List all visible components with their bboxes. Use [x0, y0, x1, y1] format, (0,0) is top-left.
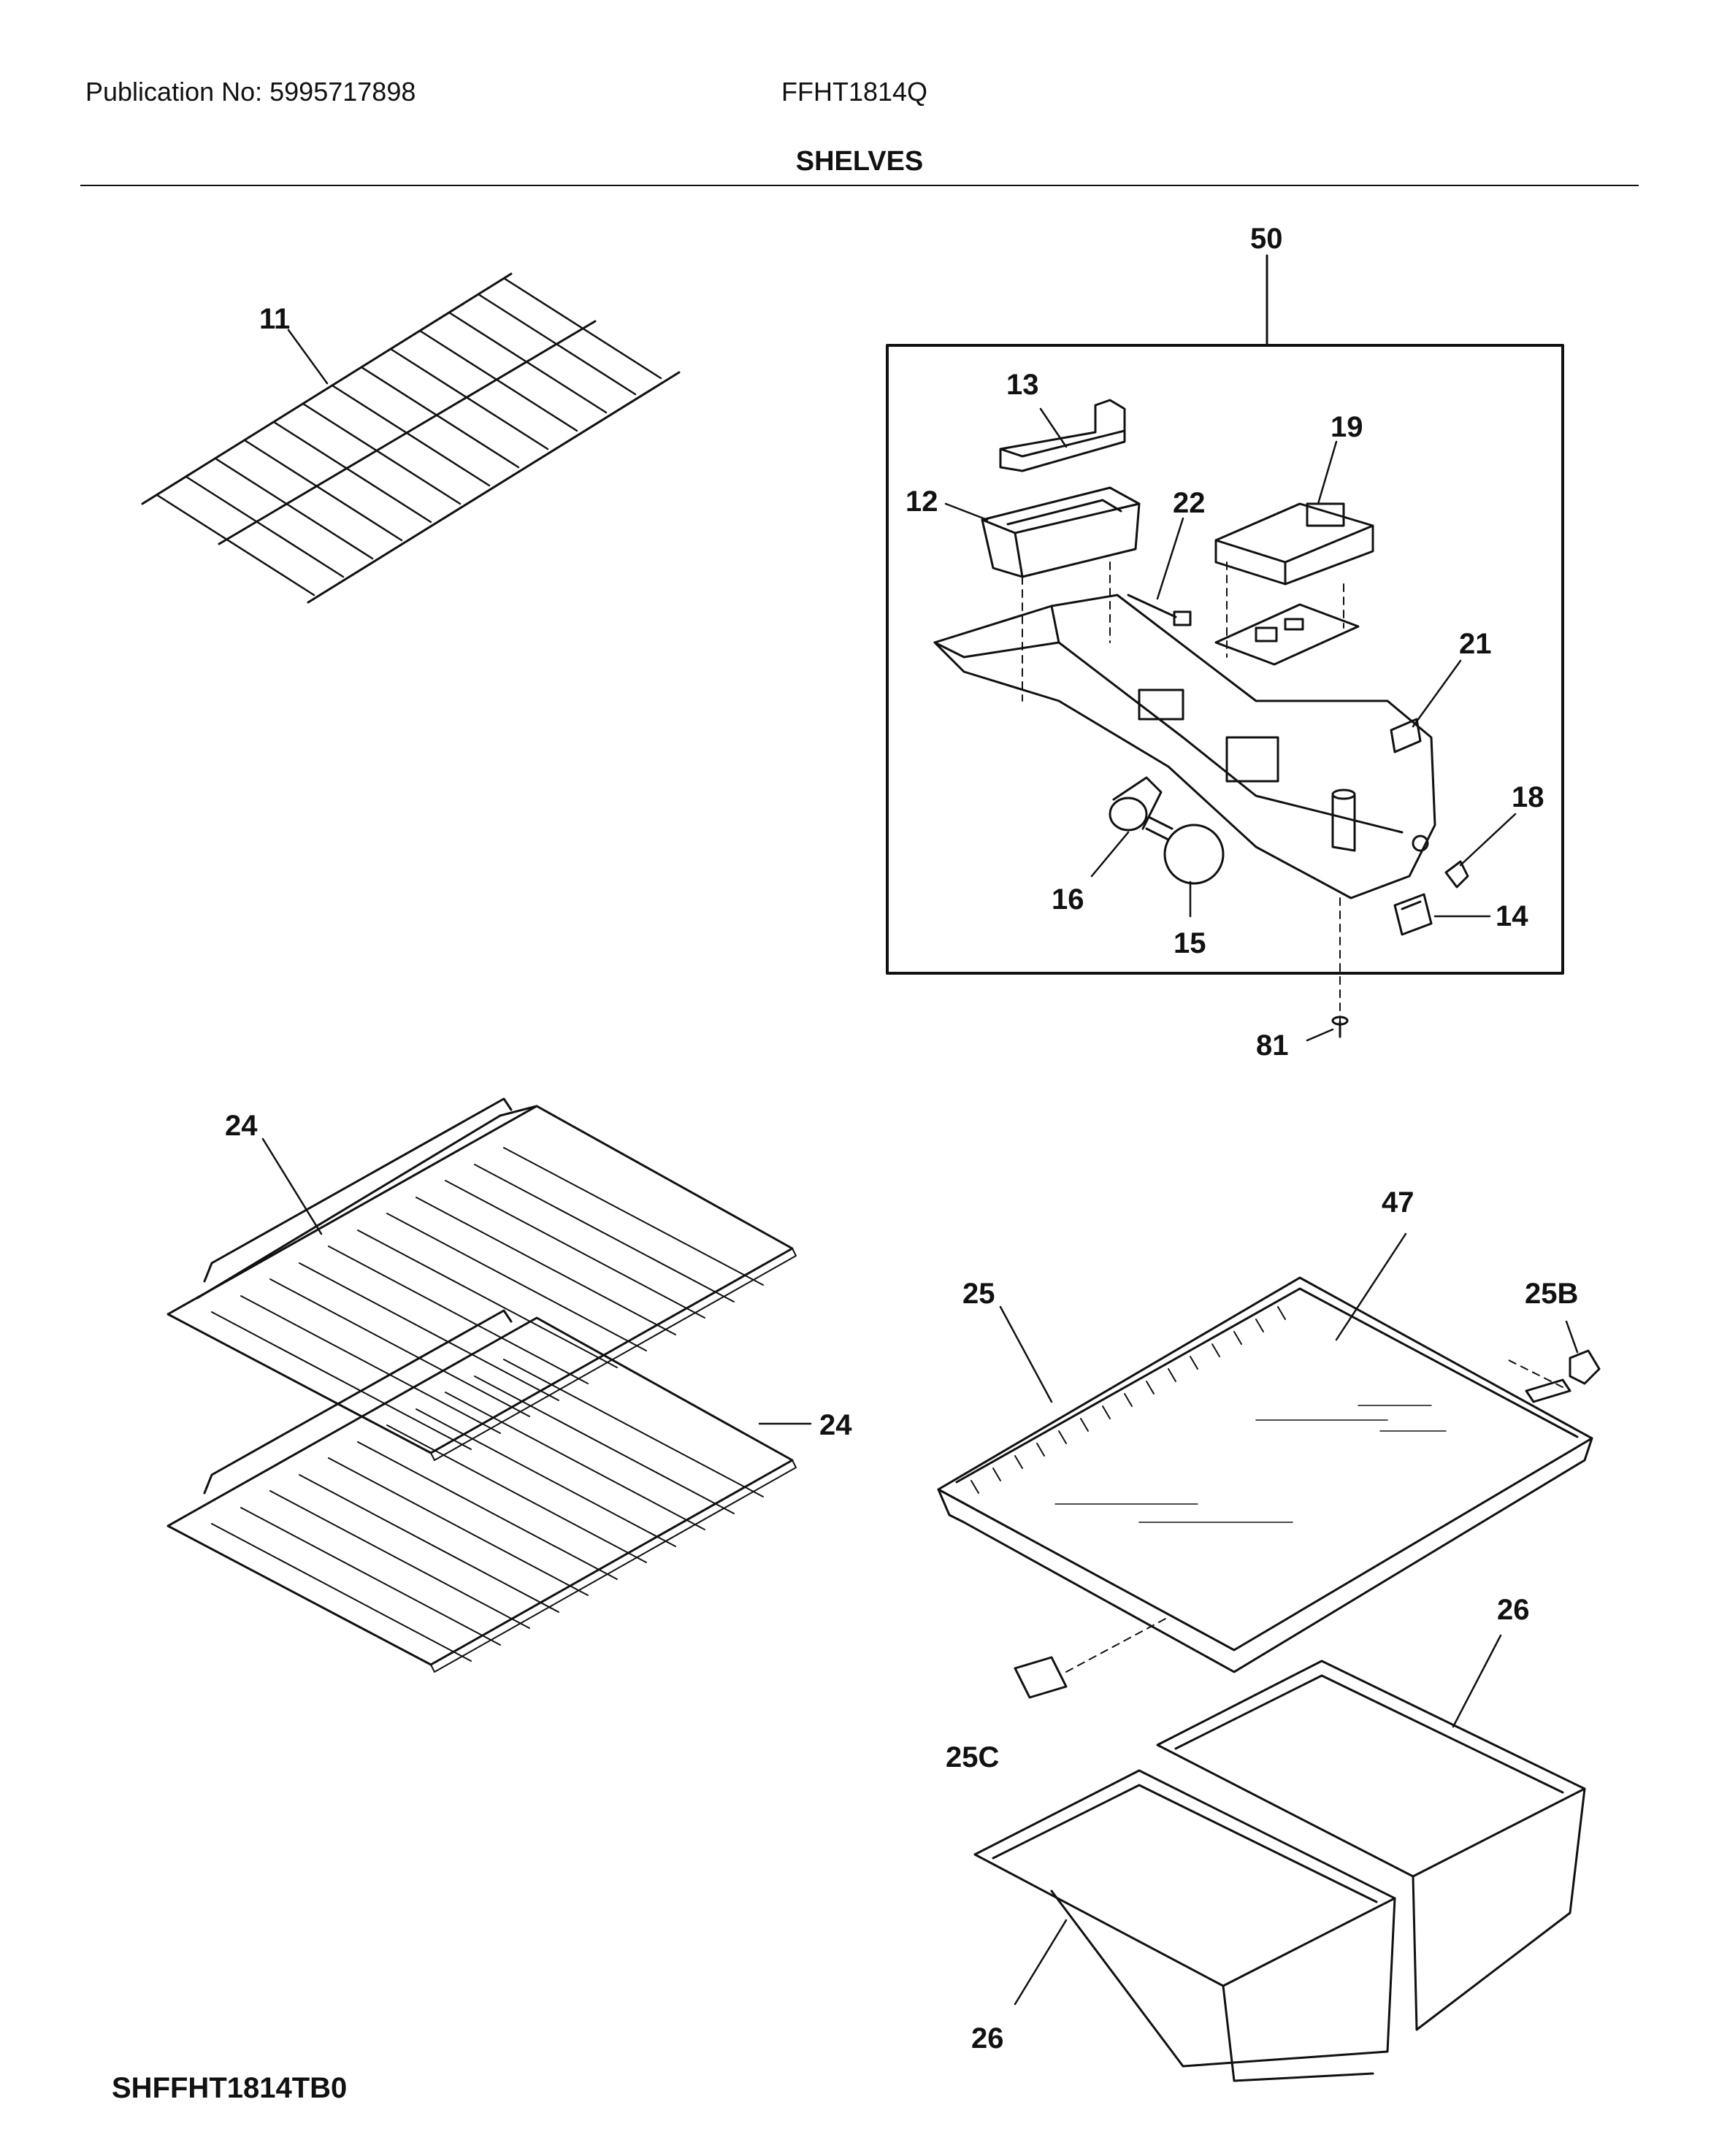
callout-16: 16 [1052, 883, 1084, 916]
callout-26-front: 26 [971, 2022, 1004, 2055]
lamp-socket-16 [1109, 776, 1163, 832]
control-board [1214, 603, 1360, 666]
clip-25b [1525, 1349, 1601, 1403]
assembly-50-box [886, 344, 1564, 975]
callout-22: 22 [1173, 487, 1206, 519]
callout-11: 11 [259, 303, 290, 335]
callout-15: 15 [1174, 927, 1206, 959]
screw-81 [1331, 1016, 1349, 1038]
clip-25c [1014, 1656, 1068, 1699]
callout-50: 50 [1250, 223, 1283, 255]
diagram-code: SHFFHT1814TB0 [112, 2072, 348, 2104]
connector-22 [1127, 594, 1192, 626]
callout-21: 21 [1459, 628, 1492, 660]
callout-26-rear: 26 [1497, 1594, 1530, 1626]
knob-18 [1444, 860, 1469, 889]
callout-12: 12 [906, 486, 938, 518]
callout-25: 25 [962, 1278, 995, 1310]
callout-18: 18 [1512, 781, 1544, 813]
callout-25b: 25B [1525, 1278, 1578, 1310]
callout-13: 13 [1006, 369, 1039, 401]
callout-81: 81 [1256, 1029, 1289, 1062]
wire-shelf-24-upper [166, 1097, 797, 1461]
header-rule [80, 185, 1639, 186]
tray-12 [981, 486, 1141, 578]
callout-24-lower: 24 [819, 1409, 852, 1441]
callout-19: 19 [1331, 411, 1363, 443]
callout-47: 47 [1382, 1186, 1414, 1219]
control-module-19 [1214, 502, 1374, 586]
section-title: SHELVES [795, 146, 924, 177]
wire-shelf-11 [141, 272, 681, 604]
bracket-21 [1390, 718, 1422, 753]
callout-24-upper: 24 [225, 1110, 258, 1142]
switch-14 [1393, 893, 1433, 936]
light-bulb-15 [1145, 816, 1225, 885]
crisper-drawer-26-rear [1156, 1660, 1586, 2031]
main-housing [933, 594, 1436, 899]
callout-25c: 25C [946, 1741, 999, 1773]
publication-number: Publication No: 5995717898 [85, 77, 416, 107]
crisper-cover-25 [937, 1276, 1593, 1673]
callout-14: 14 [1496, 900, 1528, 932]
handle-13 [999, 399, 1126, 472]
model-number: FFHT1814Q [781, 77, 928, 107]
crisper-drawer-26-front [973, 1769, 1396, 2082]
